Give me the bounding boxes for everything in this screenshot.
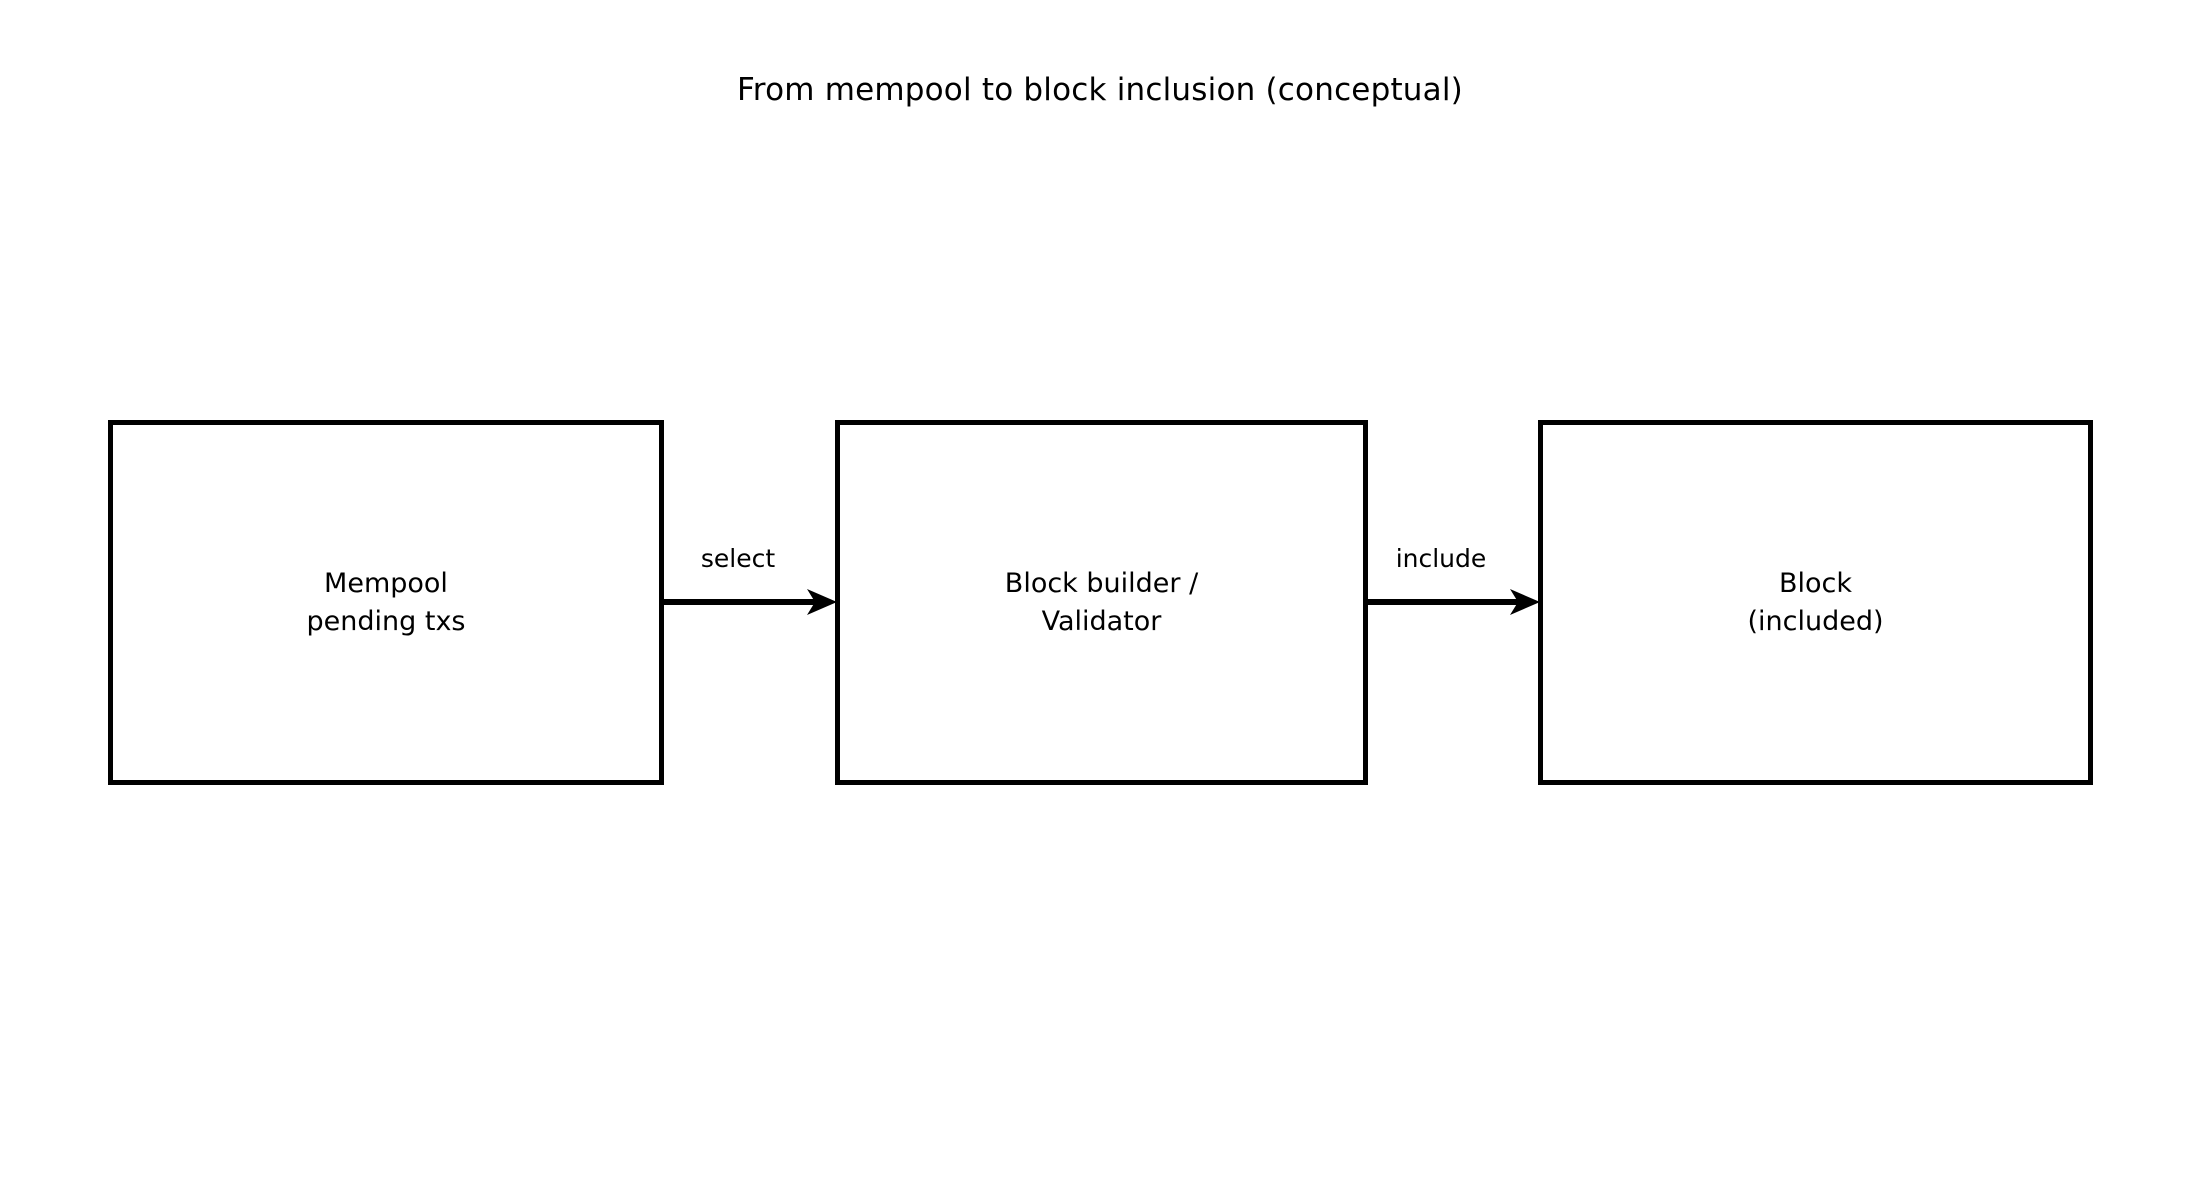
node-mempool[interactable]: Mempool pending txs [108, 420, 664, 785]
node-block-builder-validator-label: Block builder / Validator [1004, 567, 1199, 637]
edge-include [1366, 584, 1540, 624]
node-mempool-label: Mempool pending txs [306, 567, 466, 637]
edge-include-label: include [1395, 544, 1487, 573]
edge-select-arrow-icon [663, 589, 837, 615]
node-block-included[interactable]: Block (included) [1538, 420, 2093, 785]
node-block-builder-validator[interactable]: Block builder / Validator [835, 420, 1368, 785]
edge-include-arrow-icon [1366, 589, 1540, 615]
diagram-title: From mempool to block inclusion (concept… [737, 72, 1463, 108]
edge-select [663, 584, 837, 624]
node-block-included-label: Block (included) [1747, 567, 1884, 637]
edge-select-label: select [700, 544, 776, 573]
